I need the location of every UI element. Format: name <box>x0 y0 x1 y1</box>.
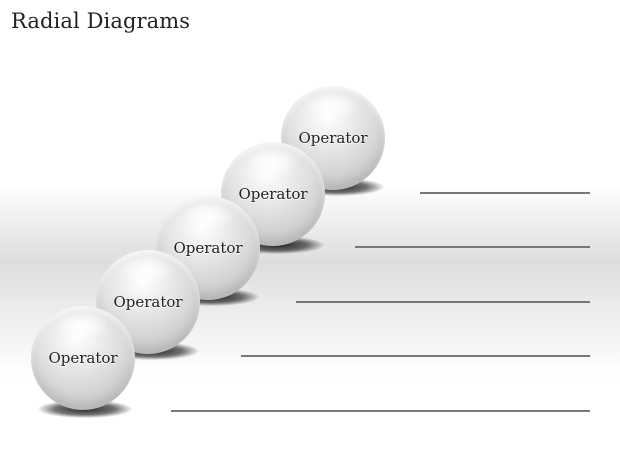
page-title: Radial Diagrams <box>11 9 191 33</box>
sphere-1: Operator <box>31 306 135 410</box>
sphere-label: Operator <box>238 185 308 203</box>
text-line-5 <box>171 410 590 412</box>
text-line-1 <box>420 192 590 194</box>
text-line-4 <box>241 355 590 357</box>
sphere-label: Operator <box>113 293 183 311</box>
sphere-label: Operator <box>173 239 243 257</box>
sphere-label: Operator <box>48 349 118 367</box>
text-line-3 <box>296 301 590 303</box>
text-line-2 <box>355 246 590 248</box>
sphere-label: Operator <box>298 129 368 147</box>
